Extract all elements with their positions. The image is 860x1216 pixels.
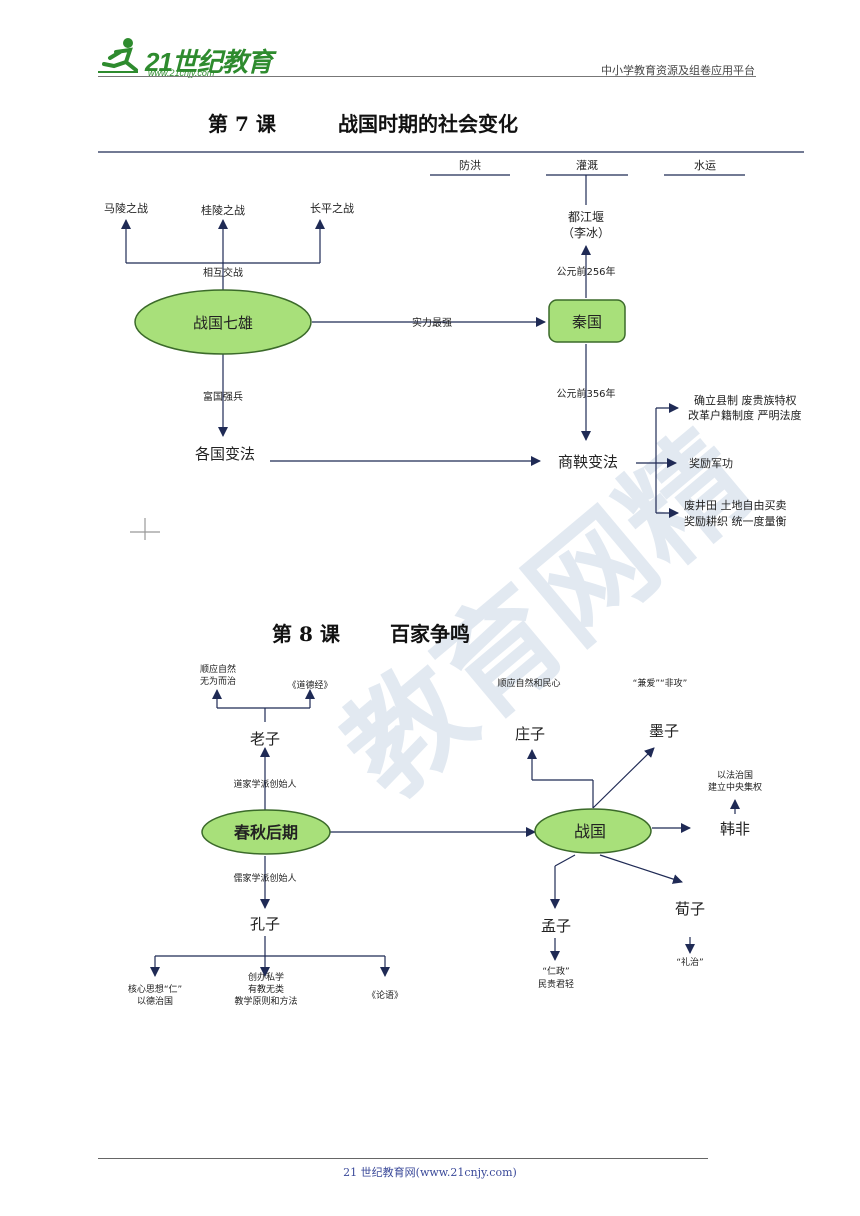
- nature-line1: 顺应自然: [200, 663, 236, 675]
- daoist-founder-label: 道家学派创始人: [233, 778, 296, 790]
- nature-people-label: 顺应自然和民心: [497, 677, 560, 689]
- minguijunqing-label: 民贵君轻: [538, 978, 574, 990]
- ren-line2: 以德治国: [137, 995, 173, 1007]
- shipping-label: 水运: [694, 159, 716, 172]
- runner-logo-icon: [98, 38, 138, 73]
- dujiangyan-label: 都江堰: [568, 210, 604, 224]
- nature-line2: 无为而治: [200, 675, 236, 687]
- laozi-label: 老子: [250, 730, 280, 748]
- mengzi-label: 孟子: [541, 917, 571, 935]
- daodejing-label: 《道德经》: [287, 679, 332, 691]
- malin-label: 马陵之战: [104, 201, 148, 215]
- ren-line1: 核心思想“仁”: [128, 983, 182, 995]
- flood-label: 防洪: [459, 158, 481, 172]
- county-line1: 确立县制 废贵族特权: [694, 393, 797, 407]
- land-line1: 废井田 土地自由买卖: [684, 498, 787, 512]
- qin-node: [548, 299, 626, 343]
- guiling-label: 桂陵之战: [201, 203, 245, 217]
- lesson8-number: 第 8 课: [272, 622, 340, 646]
- lesson8-diagram: 春秋后期 战国 顺应自然 无为而治 《道德经》 老子 道家学派创始人 儒家学派创…: [128, 663, 762, 1007]
- school-line3: 教学原则和方法: [234, 995, 297, 1007]
- logo-text: 21世纪教育: [145, 47, 273, 77]
- lesson8-title: 百家争鸣: [390, 622, 470, 646]
- logo-url: www.21cnjy.com: [148, 68, 215, 78]
- military-label: 奖励军功: [689, 456, 733, 470]
- header-divider: [98, 76, 756, 77]
- libing-label: （李冰）: [562, 225, 610, 240]
- law-line2: 建立中央集权: [708, 781, 762, 793]
- qin-label: 秦国: [572, 313, 602, 331]
- rich-strong-label: 富国强兵: [203, 390, 243, 403]
- county-line2: 改革户籍制度 严明法度: [688, 408, 802, 422]
- bc256-label: 公元前256年: [556, 265, 615, 278]
- renzheng-label: “仁政”: [542, 965, 569, 977]
- xunzi-label: 荀子: [675, 900, 705, 918]
- changping-label: 长平之战: [310, 201, 354, 215]
- shangyang-label: 商鞅变法: [558, 453, 618, 471]
- hanfei-label: 韩非: [720, 820, 750, 838]
- mozi-label: 墨子: [649, 722, 679, 740]
- zhuangzi-label: 庄子: [515, 725, 545, 743]
- lesson7-diagram: 战国七雄 秦国 防洪 灌溉 水运 都江堰 （李冰） 公元前256年 马陵之战 桂…: [98, 151, 804, 540]
- footer-divider: [98, 1158, 708, 1159]
- land-line2: 奖励耕织 统一度量衡: [684, 514, 787, 528]
- law-line1: 以法治国: [717, 769, 753, 781]
- warring-node: [534, 808, 652, 854]
- lunyu-label: 《论语》: [367, 989, 403, 1001]
- bc356-label: 公元前356年: [556, 387, 615, 400]
- footer-text: 21 世纪教育网(www.21cnjy.com): [343, 1166, 517, 1179]
- spring-autumn-label: 春秋后期: [233, 823, 298, 842]
- irrigation-label: 灌溉: [576, 159, 598, 172]
- jianai-label: “兼爱”“非攻”: [633, 677, 688, 689]
- reforms-label: 各国变法: [195, 445, 255, 463]
- platform-tagline: 中小学教育资源及组卷应用平台: [601, 64, 755, 77]
- lesson7-number: 第 7 课: [208, 112, 276, 136]
- school-line2: 有教无类: [248, 983, 284, 995]
- strongest-label: 实力最强: [412, 316, 452, 329]
- confucian-founder-label: 儒家学派创始人: [233, 872, 296, 884]
- spring-autumn-node: [201, 809, 331, 855]
- warring-states-label: 战国七雄: [193, 314, 253, 332]
- warring-states-node: [134, 289, 312, 355]
- school-line1: 创办私学: [248, 971, 284, 983]
- warring-label: 战国: [574, 822, 606, 841]
- kongzi-label: 孔子: [250, 915, 280, 933]
- lizhi-label: “礼治”: [676, 956, 703, 968]
- mutual-war-label: 相互交战: [203, 266, 243, 279]
- lesson7-title: 战国时期的社会变化: [338, 112, 518, 136]
